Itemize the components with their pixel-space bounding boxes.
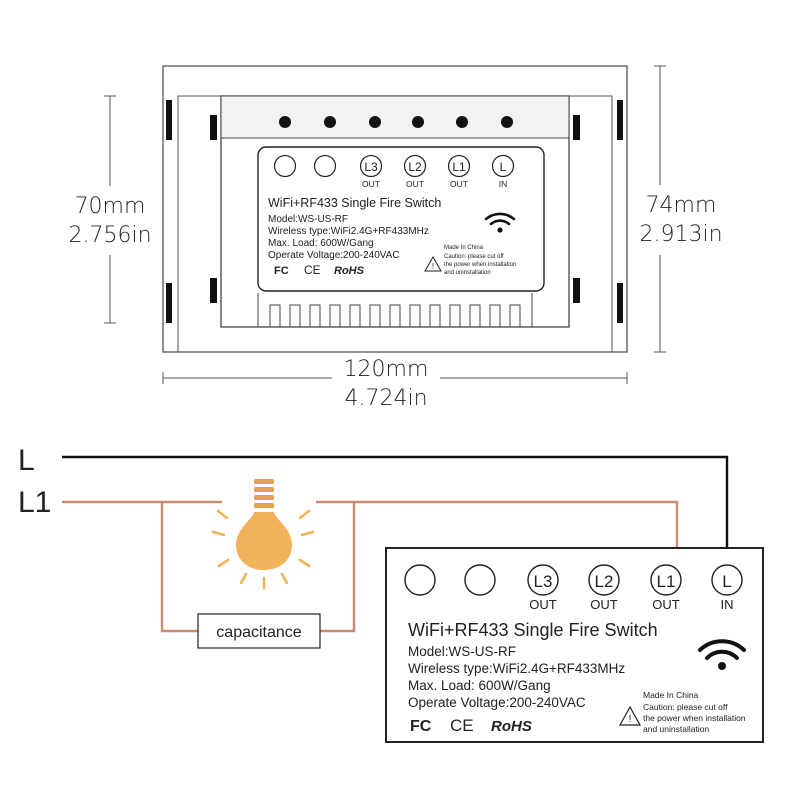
terminal-strip <box>220 95 570 139</box>
mounting-clip <box>617 100 623 140</box>
dimension-lines <box>104 65 666 384</box>
switch-title: WiFi+RF433 Single Fire Switch <box>408 620 658 640</box>
left-dimension-in: 2.756in <box>68 223 151 248</box>
mounting-clip <box>210 278 217 303</box>
caution-line-1: Caution: please cut off <box>643 702 728 712</box>
wiring-schematic: L L1 capacitance <box>18 444 764 743</box>
terminal-direction: OUT <box>450 179 468 189</box>
terminal-screw <box>501 116 513 128</box>
small-label-load: Max. Load: 600W/Gang <box>268 238 374 249</box>
terminal-screw <box>369 116 381 128</box>
capacitance-left-lead <box>160 502 198 633</box>
terminal-screw <box>456 116 468 128</box>
terminal-direction: OUT <box>406 179 424 189</box>
mounting-clip <box>573 278 580 303</box>
terminal-label: L1 <box>657 572 676 591</box>
bottom-dimension-mm: 120mm <box>344 357 429 382</box>
svg-text:!: ! <box>629 714 632 725</box>
rohs-mark: RoHS <box>491 718 532 735</box>
mounting-clips <box>166 100 623 323</box>
switch-wireless: Wireless type:WiFi2.4G+RF433MHz <box>408 661 625 676</box>
switch-module-drawing: L3 OUT L2 OUT L1 OUT L IN WiFi+RF433 Sin… <box>68 65 723 411</box>
mounting-clip <box>166 100 172 140</box>
terminal-label: L <box>500 160 507 174</box>
light-bulb-icon <box>211 479 315 590</box>
caution-line-2: the power when installation <box>643 713 746 723</box>
blank-terminal <box>464 564 496 596</box>
terminal-direction: OUT <box>362 179 380 189</box>
caution-line-3: and uninstallation <box>444 270 491 276</box>
svg-text:!: ! <box>432 262 434 271</box>
made-in: Made In China <box>643 690 699 700</box>
right-dimension-in: 2.913in <box>639 222 722 247</box>
capacitance-label: capacitance <box>216 624 301 641</box>
left-dimension-mm: 70mm <box>75 194 146 219</box>
switch-label: L3 OUT L2 OUT L1 OUT L IN WiFi+RF433 Sin… <box>385 547 764 743</box>
switch-model: Model:WS-US-RF <box>408 644 516 659</box>
bottom-dimension-in: 4.724in <box>344 386 427 411</box>
small-terminal-l3: L3 OUT <box>359 154 383 189</box>
fcc-mark: FC <box>274 265 289 277</box>
line-wire <box>62 455 729 572</box>
mounting-clip <box>617 283 623 323</box>
mounting-clip <box>573 115 580 140</box>
small-terminal-l1: L1 OUT <box>447 154 471 189</box>
small-label-border <box>257 146 545 292</box>
ce-mark: CE <box>450 716 474 735</box>
capacitance-right-lead <box>320 502 356 633</box>
small-label: L3 OUT L2 OUT L1 OUT L IN WiFi+RF433 Sin… <box>257 146 545 292</box>
terminal-screw <box>412 116 424 128</box>
blank-terminal <box>313 154 337 178</box>
caution-line-3: and uninstallation <box>643 724 709 734</box>
made-in: Made In China <box>444 245 484 251</box>
ce-mark: CE <box>304 263 321 277</box>
fcc-mark: FC <box>410 718 432 735</box>
terminal-l1: L1 OUT <box>650 564 682 612</box>
small-label-wireless: Wireless type:WiFi2.4G+RF433MHz <box>268 226 429 237</box>
caution-line-1: Caution: please cut off <box>444 254 504 260</box>
blank-terminal <box>404 564 436 596</box>
terminal-l: L IN <box>711 564 743 612</box>
mounting-clip <box>166 283 172 323</box>
caution-line-2: the power when installation <box>444 262 516 268</box>
terminal-direction: IN <box>721 597 734 612</box>
rohs-mark: RoHS <box>334 265 365 277</box>
terminal-l3: L3 OUT <box>527 564 559 612</box>
terminal-label: L3 <box>534 572 553 591</box>
mounting-clip <box>210 115 217 140</box>
terminal-label: L2 <box>408 160 422 174</box>
small-terminal-l: L IN <box>491 154 515 189</box>
terminal-screws <box>279 116 513 128</box>
warning-icon <box>618 705 642 726</box>
terminal-direction: OUT <box>590 597 618 612</box>
terminal-label: L2 <box>595 572 614 591</box>
terminal-direction: OUT <box>529 597 557 612</box>
terminal-screw <box>279 116 291 128</box>
switch-label-border <box>385 547 764 743</box>
switch-load: Max. Load: 600W/Gang <box>408 678 551 693</box>
right-dimension-mm: 74mm <box>646 193 717 218</box>
wifi-icon <box>484 212 516 233</box>
small-label-voltage: Operate Voltage:200-240VAC <box>268 250 400 261</box>
terminal-screw <box>324 116 336 128</box>
switch-voltage: Operate Voltage:200-240VAC <box>408 695 586 710</box>
small-label-model: Model:WS-US-RF <box>268 214 348 225</box>
terminal-label: L3 <box>364 160 378 174</box>
terminal-label: L <box>722 572 731 591</box>
heat-sink-fins <box>257 293 533 328</box>
terminal-direction: OUT <box>652 597 680 612</box>
warning-icon <box>424 255 442 272</box>
small-terminal-l2: L2 OUT <box>403 154 427 189</box>
terminal-l2: L2 OUT <box>588 564 620 612</box>
line-wire-label: L <box>18 444 35 477</box>
terminal-direction: IN <box>499 179 508 189</box>
wifi-icon <box>698 639 746 670</box>
terminal-label: L1 <box>452 160 466 174</box>
capacitance-box <box>197 613 321 649</box>
load-wire-label: L1 <box>18 486 51 519</box>
blank-terminal <box>273 154 297 178</box>
small-label-title: WiFi+RF433 Single Fire Switch <box>268 196 441 210</box>
